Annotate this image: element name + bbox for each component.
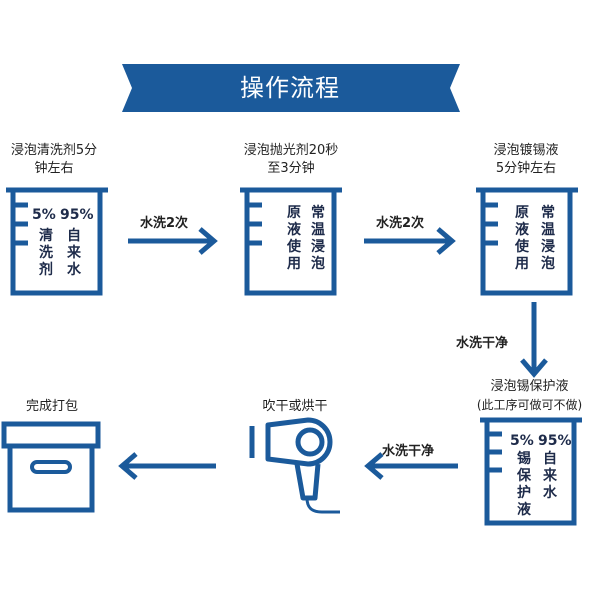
step-4-right-col: 自来水: [543, 451, 557, 501]
step-1-left-col: 清洗剂: [39, 228, 53, 278]
step-1-label-line2: 钟左右: [34, 161, 74, 176]
step-1-percent-left: 5%: [32, 207, 56, 223]
step-4-label: 浸泡锡保护液 (此工序可做可不做): [466, 378, 593, 414]
step-4-percent-right: 95%: [538, 433, 572, 449]
page-title: 操作流程: [240, 74, 340, 102]
step-6-label: 完成打包: [25, 399, 78, 414]
arrow-left-icon: [118, 452, 216, 480]
flow-2-label: 水洗2次: [376, 216, 425, 231]
arrow-right-icon: [364, 227, 456, 255]
step-2-label: 浸泡抛光剂20秒 至3分钟: [228, 142, 354, 178]
step-1-label-line1: 浸泡清洗剂5分: [10, 143, 98, 158]
step-3-left-col: 原液使用: [515, 205, 529, 272]
step-4-label-line2: (此工序可做可不做): [476, 398, 583, 412]
arrow-right-icon: [128, 227, 218, 255]
arrow-left-icon: [364, 452, 458, 480]
step-4-left-col: 锡保护液: [517, 451, 531, 518]
step-2-label-line2: 至3分钟: [267, 161, 315, 176]
flow-1-label: 水洗2次: [140, 216, 189, 231]
flow-3-label: 水洗干净: [456, 336, 509, 351]
flow-4-label: 水洗干净: [382, 444, 435, 459]
beaker-icon: [240, 187, 342, 296]
step-1-right-col: 自来水: [67, 228, 81, 278]
step-2-label-line1: 浸泡抛光剂20秒: [243, 143, 339, 158]
step-4-label-line1: 浸泡锡保护液: [490, 379, 569, 394]
step-3-label-line2: 5分钟左右: [495, 161, 557, 176]
step-2-right-col: 常温浸泡: [311, 205, 325, 272]
arrow-down-icon: [520, 302, 548, 378]
box-icon: [1, 421, 101, 513]
step-4-percent-left: 5%: [510, 433, 534, 449]
step-3-right-col: 常温浸泡: [541, 205, 555, 272]
step-3-label-line1: 浸泡镀锡液: [493, 143, 559, 158]
beaker-icon: [476, 187, 578, 296]
step-3-label: 浸泡镀锡液 5分钟左右: [470, 142, 582, 178]
beaker-icon: [6, 187, 108, 296]
step-5-label: 吹干或烘干: [262, 399, 328, 414]
step-1-percent-right: 95%: [60, 207, 94, 223]
step-1-label: 浸泡清洗剂5分 钟左右: [0, 142, 108, 178]
beaker-icon: [480, 417, 582, 526]
step-2-left-col: 原液使用: [287, 205, 301, 272]
hair-dryer-icon: [249, 417, 340, 514]
